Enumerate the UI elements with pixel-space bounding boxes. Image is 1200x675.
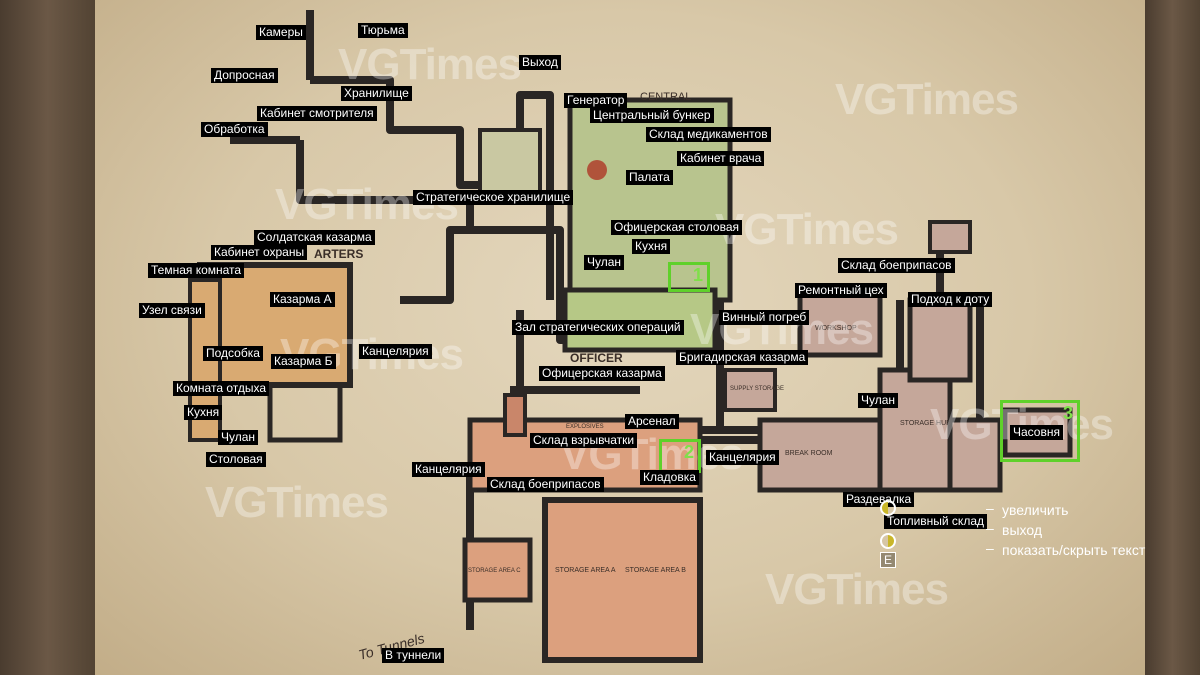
map-text-storage-hub: STORAGE HUB — [900, 420, 951, 427]
room-label-to-tunnels[interactable]: В туннели — [382, 648, 445, 663]
room-label-interrogation[interactable]: Допросная — [211, 68, 278, 83]
room-label-rest-room[interactable]: Комната отдыха — [173, 381, 269, 396]
room-label-processing[interactable]: Обработка — [201, 122, 268, 137]
room-label-prison[interactable]: Тюрьма — [358, 23, 408, 38]
room-label-officer-mess[interactable]: Офицерская столовая — [611, 220, 743, 235]
legend-dash: – — [986, 520, 994, 536]
room-label-utility[interactable]: Подсобка — [203, 346, 263, 361]
corridor — [470, 226, 820, 434]
zoom-icon — [880, 500, 896, 516]
room-label-office[interactable]: Канцелярия — [359, 344, 432, 359]
watermark: VGTimes — [835, 75, 1019, 124]
legend-exit-text: выход — [1002, 522, 1042, 538]
room-label-vault[interactable]: Хранилище — [341, 86, 412, 101]
room-label-strategic-vault[interactable]: Стратегическое хранилище — [413, 190, 574, 205]
room-label-central-bunker[interactable]: Центральный бункер — [590, 108, 714, 123]
room-label-locker-room[interactable]: Раздевалка — [843, 492, 915, 507]
map-text-storage-c: STORAGE AREA C — [468, 568, 521, 574]
legend-dash: – — [986, 540, 994, 556]
room-label-ammo-storage[interactable]: Склад боеприпасов — [838, 258, 955, 273]
room-label-ammo-storage[interactable]: Склад боеприпасов — [487, 477, 604, 492]
room-label-guard-office[interactable]: Кабинет охраны — [211, 245, 308, 260]
room-label-soldier-barracks[interactable]: Солдатская казарма — [254, 230, 375, 245]
room-label-foreman-barracks[interactable]: Бригадирская казарма — [676, 350, 809, 365]
room-label-cells[interactable]: Камеры — [256, 25, 306, 40]
e-key-icon: E — [880, 552, 896, 568]
room-label-closet[interactable]: Чулан — [584, 255, 625, 270]
room-label-kitchen[interactable]: Кухня — [184, 405, 223, 420]
room-label-exit[interactable]: Выход — [519, 55, 561, 70]
map-text-storage-b: STORAGE AREA B — [625, 567, 686, 574]
map-text-break-room: BREAK ROOM — [785, 450, 833, 457]
room-label-kitchen[interactable]: Кухня — [632, 239, 671, 254]
legend-dash: – — [986, 500, 994, 516]
map-text-storage-a: STORAGE AREA A — [555, 567, 616, 574]
watermark: VGTimes — [205, 478, 389, 527]
marker-number: 1 — [692, 265, 703, 285]
room-label-officer-barracks[interactable]: Офицерская казарма — [539, 366, 665, 381]
room-label-dining-hall[interactable]: Столовая — [206, 452, 266, 467]
room-label-generator[interactable]: Генератор — [564, 93, 628, 108]
room-label-closet[interactable]: Чулан — [858, 393, 899, 408]
room-label-doctor-office[interactable]: Кабинет врача — [677, 151, 765, 166]
map-text-explosives: EXPLOSIVES — [566, 424, 604, 430]
room-label-medical-storage[interactable]: Склад медикаментов — [646, 127, 771, 142]
map-text-workshop: WORKSHOP — [815, 325, 857, 332]
room-label-fuel-storage[interactable]: Топливный склад — [884, 514, 987, 529]
room-label-wine-cellar[interactable]: Винный погреб — [719, 310, 810, 325]
marker-2[interactable]: 2 — [659, 439, 701, 473]
wood-table-left — [0, 0, 95, 675]
watermark: VGTimes — [275, 180, 459, 229]
room-label-comms[interactable]: Узел связи — [139, 303, 205, 318]
room-label-arsenal[interactable]: Арсенал — [625, 414, 679, 429]
room-label-pantry[interactable]: Кладовка — [640, 470, 699, 485]
room-label-warden-office[interactable]: Кабинет смотрителя — [257, 106, 377, 121]
marker-number: 3 — [1062, 403, 1073, 423]
room-label-chapel[interactable]: Часовня — [1010, 425, 1063, 440]
east-area — [723, 220, 1073, 493]
marker-1[interactable]: 1 — [668, 262, 710, 292]
marker-3[interactable]: 3 — [1000, 400, 1080, 462]
legend-toggle-text: показать/скрыть текст — [1002, 542, 1146, 558]
room-label-barracks-a[interactable]: Казарма А — [270, 292, 335, 307]
room-label-workshop[interactable]: Ремонтный цех — [795, 283, 887, 298]
room-label-office[interactable]: Канцелярия — [706, 450, 779, 465]
wood-table-right — [1145, 0, 1200, 675]
watermark: VGTimes — [715, 205, 899, 254]
map-text-officer: OFFICER — [570, 351, 623, 365]
room-label-ward[interactable]: Палата — [626, 170, 673, 185]
room-label-darkroom[interactable]: Темная комната — [148, 263, 245, 278]
room-label-bunker-approach[interactable]: Подход к доту — [908, 292, 993, 307]
room-label-closet[interactable]: Чулан — [218, 430, 259, 445]
map-text-quarters: ARTERS — [314, 247, 363, 261]
legend-zoom-text: увеличить — [1002, 502, 1069, 518]
map-text-supply-storage: SUPPLY STORAGE — [730, 386, 784, 392]
exit-icon — [880, 533, 896, 549]
room-label-explosives-storage[interactable]: Склад взрывчатки — [530, 433, 638, 448]
room-label-war-room[interactable]: Зал стратегических операций — [512, 320, 684, 335]
room-label-barracks-b[interactable]: Казарма Б — [271, 354, 336, 369]
room-label-office[interactable]: Канцелярия — [412, 462, 485, 477]
marker-number: 2 — [683, 442, 694, 462]
watermark: VGTimes — [930, 400, 1114, 450]
watermark: VGTimes — [338, 40, 522, 89]
watermark: VGTimes — [765, 565, 949, 614]
map-text-central: CENTRAL — [640, 91, 691, 103]
